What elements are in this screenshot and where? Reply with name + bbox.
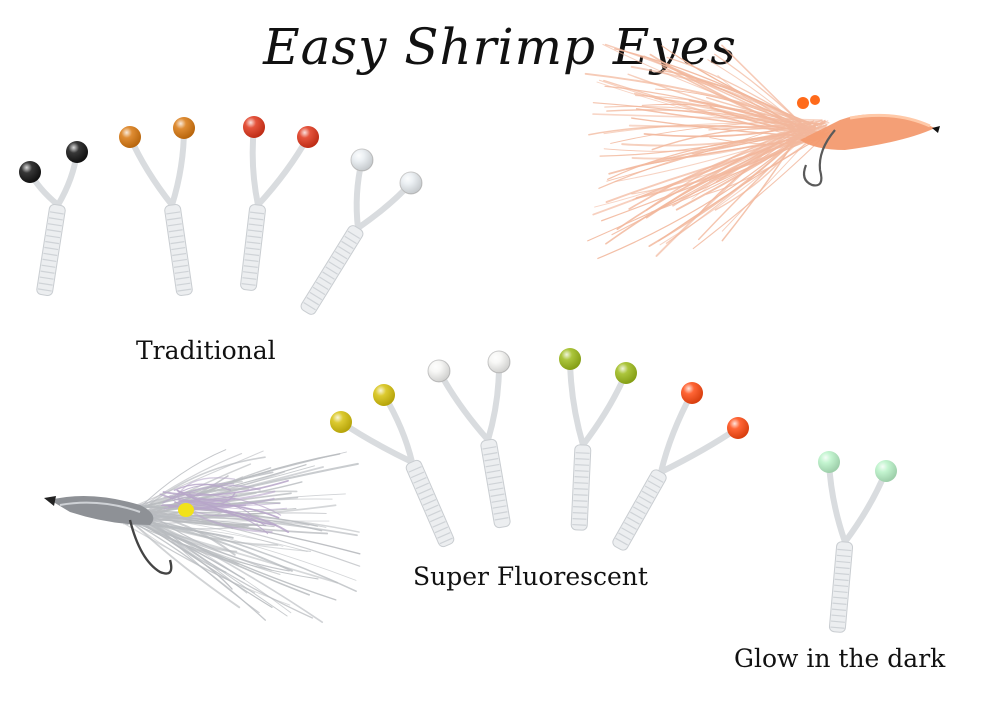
page-title: Easy Shrimp Eyes: [263, 18, 737, 76]
eye-stem: [405, 459, 455, 548]
eye-stalk: [842, 468, 889, 545]
shrimp-eye-products: [19, 116, 897, 633]
pink-fly-eye-right: [810, 95, 820, 105]
grey-shrimp-fly-image: [44, 449, 361, 624]
pink-fly-eye-left: [797, 97, 809, 109]
eye-stalk: [436, 368, 491, 443]
grey-fly-hook: [128, 519, 173, 575]
super-fluorescent-eye-orange: [612, 382, 749, 551]
eye-stalk: [580, 370, 629, 448]
eye-stalk: [169, 125, 187, 208]
eye-stem: [828, 541, 854, 633]
grey-fly-eye: [178, 503, 194, 517]
traditional-eye-red: [240, 116, 319, 291]
eye-stalk: [826, 459, 848, 545]
eye-stem: [36, 203, 66, 297]
eye-stalk: [249, 124, 261, 208]
traditional-eye-clear: [300, 148, 423, 315]
traditional-eye-black: [19, 141, 88, 297]
eye-stalk: [567, 356, 586, 448]
super-fluorescent-label: Super Fluorescent: [413, 562, 648, 591]
eye-stalk: [127, 134, 175, 208]
pink-shrimp-fly-image: [584, 43, 940, 260]
eye-stalk: [485, 359, 503, 443]
traditional-label: Traditional: [136, 336, 276, 365]
eye-stem: [480, 438, 511, 529]
glow-eye-glow-green: [818, 451, 897, 633]
eye-stem: [612, 469, 667, 551]
glow-in-the-dark-label: Glow in the dark: [734, 644, 946, 673]
eye-stem: [240, 204, 266, 291]
eye-stem: [164, 204, 193, 296]
eye-stalk: [255, 134, 311, 208]
eye-stem: [300, 225, 364, 315]
super-fluorescent-eye-yellow: [330, 384, 455, 548]
traditional-eye-amber: [119, 117, 195, 296]
pink-fly-hook: [802, 129, 836, 187]
super-fluorescent-eye-chartreuse: [559, 348, 637, 531]
super-fluorescent-eye-white: [427, 350, 511, 529]
eye-stem: [570, 444, 592, 531]
